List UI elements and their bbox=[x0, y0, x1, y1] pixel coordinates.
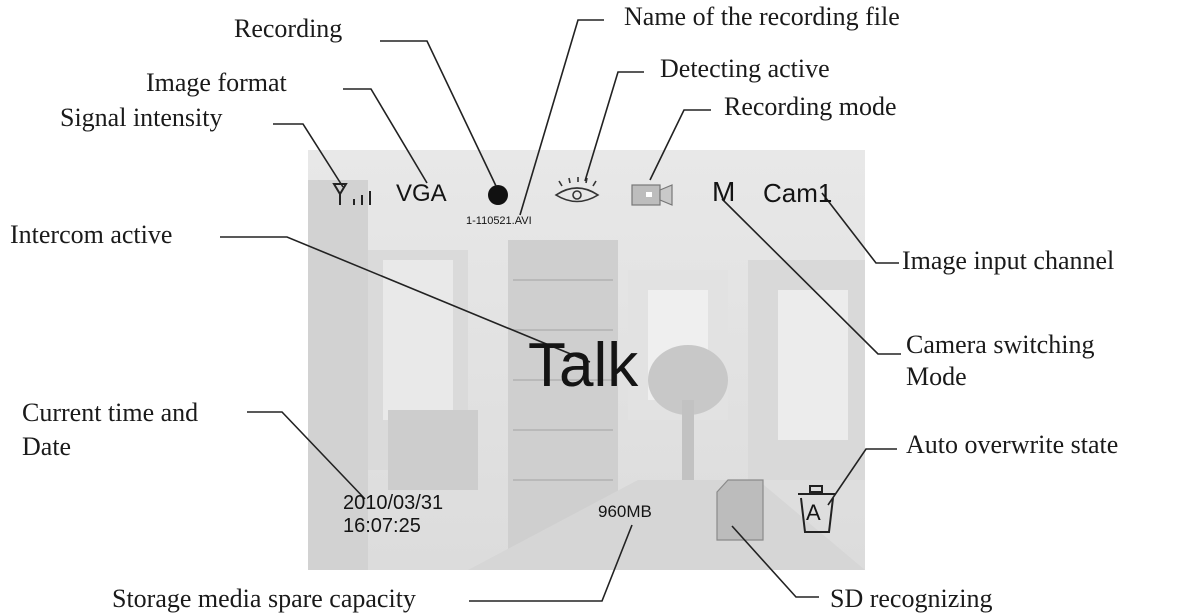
label-intercom: Intercom active bbox=[10, 220, 173, 249]
label-camera-switching: Camera switching bbox=[906, 330, 1095, 359]
label-date: Date bbox=[22, 432, 72, 461]
date-indicator: 2010/03/31 bbox=[343, 492, 444, 514]
label-file-name: Name of the recording file bbox=[624, 2, 900, 31]
overwrite-letter: A bbox=[806, 500, 821, 525]
eye-icon bbox=[554, 177, 600, 203]
capacity-indicator: 960MB bbox=[598, 502, 652, 521]
channel-indicator: Cam1 bbox=[763, 178, 833, 208]
room-scene bbox=[308, 180, 865, 570]
file-name-indicator: 1-110521.AVI bbox=[466, 215, 532, 227]
signal-icon bbox=[332, 183, 371, 205]
label-signal: Signal intensity bbox=[60, 103, 223, 132]
mode-indicator: M bbox=[712, 176, 736, 207]
video-camera-icon bbox=[631, 184, 673, 206]
label-auto-overwrite: Auto overwrite state bbox=[906, 430, 1119, 459]
recording-dot-icon bbox=[488, 185, 508, 205]
trash-icon bbox=[798, 485, 836, 533]
label-recording-mode: Recording mode bbox=[724, 92, 897, 121]
camera-screen bbox=[308, 150, 865, 570]
label-detecting: Detecting active bbox=[660, 54, 830, 83]
sd-card-icon bbox=[716, 479, 764, 541]
label-image-format: Image format bbox=[146, 68, 287, 97]
label-time-date: Current time and bbox=[22, 398, 199, 427]
format-indicator: VGA bbox=[396, 180, 447, 207]
label-sd: SD recognizing bbox=[830, 584, 993, 613]
label-camera-switching-mode: Mode bbox=[906, 362, 967, 391]
label-channel: Image input channel bbox=[902, 246, 1115, 275]
time-indicator: 16:07:25 bbox=[343, 515, 421, 537]
label-spare-capacity: Storage media spare capacity bbox=[112, 584, 416, 613]
intercom-indicator: Talk bbox=[528, 331, 639, 400]
label-recording: Recording bbox=[234, 14, 343, 43]
leader-lines bbox=[220, 19, 901, 602]
